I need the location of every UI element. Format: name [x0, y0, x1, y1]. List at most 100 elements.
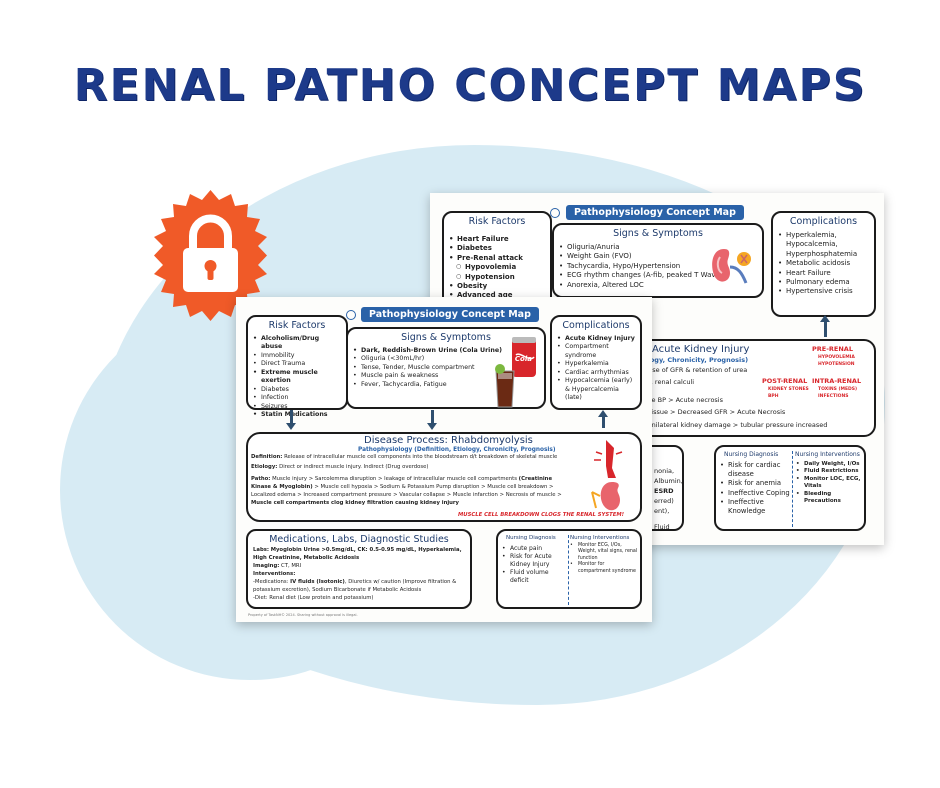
list-item: Diabetes	[253, 386, 341, 395]
arrow-down-icon	[286, 410, 296, 430]
interventions-text: IV fluids (Isotonic)	[290, 579, 345, 585]
back-nursing-card: Nursing Diagnosis Risk for cardiac disea…	[714, 445, 866, 531]
etiology-text: Direct or indirect muscle injury. Indire…	[279, 464, 429, 470]
list-item: Muscle pain & weakness	[353, 372, 539, 381]
back-disease-card: Acute Kidney Injury n, Etiology, Chronic…	[620, 339, 876, 437]
callout-text: MUSCLE CELL BREAKDOWN CLOGS THE RENAL SY…	[458, 512, 625, 518]
back-meds-fragment: erred)	[654, 497, 674, 505]
front-disease-title: Disease Process: Rhabdomyolysis	[364, 435, 533, 446]
imaging-label: Imaging:	[253, 563, 280, 569]
interventions-text: -Diet: Renal diet (Low protein and potas…	[253, 595, 374, 601]
list-item: Fluid Restrictions	[796, 468, 866, 476]
back-signs-card: Signs & Symptoms Oliguria/Anuria Weight …	[552, 223, 764, 298]
list-item: Weight Gain (FVO)	[559, 252, 757, 262]
pre-renal-label: PRE-RENAL	[812, 345, 853, 353]
front-disease-card: Disease Process: Rhabdomyolysis Pathophy…	[246, 432, 642, 522]
list-item: Hypovolemia	[449, 263, 545, 272]
front-nursing-dx-title: Nursing Diagnosis	[506, 535, 556, 541]
back-risk-factors-title: Risk Factors	[468, 216, 526, 227]
logo-icon	[346, 310, 356, 320]
patho-text: Muscle cell compartments clog kidney fil…	[251, 500, 459, 506]
back-disease-line: der) > Unilateral kidney damage > tubula…	[624, 421, 828, 429]
list-item: Fluid volume deficit	[502, 569, 566, 585]
list-item: Seizures	[253, 403, 341, 412]
cola-drink-icon	[495, 337, 536, 408]
back-disease-line: phrotic tissue > Decreased GFR > Acute N…	[624, 408, 786, 416]
post-renal-label: POST-RENAL	[762, 377, 808, 385]
arrow-down-icon	[427, 410, 437, 430]
patho-text: (Creatinine	[518, 476, 553, 482]
intra-renal-label: INTRA-RENAL	[812, 377, 862, 385]
front-signs-card: Signs & Symptoms Dark, Reddish-Brown Uri…	[346, 327, 546, 409]
list-item: Bleeding Precautions	[796, 491, 866, 506]
definition-label: Definition:	[251, 454, 283, 460]
front-map-title: Pathophysiology Concept Map	[361, 307, 539, 322]
list-item: Direct Trauma	[253, 360, 341, 369]
pre-renal-item: HYPOVOLEMIA	[818, 355, 855, 360]
list-item: Heart Failure	[449, 235, 545, 245]
divider	[568, 535, 569, 605]
back-disease-line: e decrease of GFR & retention of urea	[624, 366, 748, 374]
back-risk-factors-card: Risk Factors Heart Failure Diabetes Pre-…	[442, 211, 552, 311]
interventions-text: potassium excretion), Sodium Bicarbonate…	[253, 587, 422, 593]
etiology-label: Etiology:	[251, 464, 278, 470]
list-item: Compartment syndrome	[557, 343, 635, 360]
list-item: Monitor ECG, I/Os, Weight, vital signs, …	[570, 543, 638, 562]
list-item: Tachycardia, Hypo/Hypertension	[559, 262, 757, 272]
front-risk-factors-title: Risk Factors	[268, 320, 326, 331]
list-item: Immobility	[253, 352, 341, 361]
front-concept-map-sheet: Pathophysiology Concept Map Risk Factors…	[236, 297, 652, 622]
list-item: Hypertensive crisis	[778, 287, 869, 297]
list-item: Oliguria/Anuria	[559, 243, 757, 253]
list-item: Anorexia, Altered LOC	[559, 281, 757, 291]
front-signs-title: Signs & Symptoms	[401, 332, 491, 343]
patho-label: Patho:	[251, 476, 271, 482]
list-item: Monitor LOC, ECG, Vitals	[796, 476, 866, 491]
list-item: Pulmonary edema	[778, 278, 869, 288]
back-concept-map-sheet: Pathophysiology Concept Map Risk Factors…	[430, 193, 884, 545]
list-item: Pre-Renal attack	[449, 254, 545, 264]
imaging-text: CT, MRI	[281, 563, 302, 569]
pre-renal-item: HYPOTENSION	[818, 362, 855, 367]
interventions-text: , Diuretics w/ caution (Improve filtrati…	[344, 579, 457, 585]
intra-renal-item: TOXINS (MEDS)	[818, 387, 858, 392]
list-item: ECG rhythm changes (A-fib, peaked T Wave…	[559, 271, 757, 281]
list-item: Daily Weight, I/Os	[796, 461, 866, 469]
list-item: Heart Failure	[778, 269, 869, 279]
back-complications-title: Complications	[789, 216, 858, 227]
definition-text: Release of intracellular muscle cell com…	[284, 454, 558, 460]
list-item: Hyperkalemia, Hypocalcemia, Hyperphospha…	[778, 231, 869, 259]
front-meds-card: Medications, Labs, Diagnostic Studies La…	[246, 529, 472, 609]
logo-icon	[550, 208, 560, 218]
list-item: Acute pain	[502, 545, 566, 553]
list-item: Dark, Reddish-Brown Urine (Cola Urine)	[353, 347, 539, 356]
list-item: Risk for anemia	[720, 479, 790, 488]
list-item: Statin Medications	[253, 411, 341, 420]
interventions-label: Interventions:	[253, 571, 296, 577]
front-nursing-int-title: Nursing Interventions	[570, 535, 630, 541]
list-item: Risk for Acute Kidney Injury	[502, 553, 566, 569]
labs-label: Labs:	[253, 547, 270, 553]
list-item: Obesity	[449, 282, 545, 292]
list-item: Alcoholism/Drug abuse	[253, 335, 341, 352]
intra-renal-item: INFECTIONS	[818, 394, 849, 399]
list-item: Hypotension	[449, 273, 545, 282]
list-item: Advanced age	[449, 291, 545, 301]
list-item: Oliguria (<30mL/hr)	[353, 355, 539, 364]
back-complications-card: Complications Hyperkalemia, Hypocalcemia…	[771, 211, 876, 317]
patho-text: > Muscle cell hypoxia > Sodium & Potassi…	[314, 484, 554, 490]
muscle-kidney-illustration-icon	[591, 440, 623, 511]
list-item: Diabetes	[449, 244, 545, 254]
front-disease-subtitle: Pathophysiology (Definition, Etiology, C…	[358, 447, 556, 453]
list-item: Hypocalcemia (early) & Hypercalcemia (la…	[557, 377, 635, 403]
patho-text: Muscle injury > Sarcolemma disruption > …	[272, 476, 517, 482]
list-item: Acute Kidney Injury	[557, 335, 635, 344]
kidney-illustration-icon	[712, 249, 751, 284]
page-title: RENAL PATHO CONCEPT MAPS	[73, 60, 867, 111]
back-signs-title: Signs & Symptoms	[613, 228, 703, 239]
list-item: Ineffective Knowledge	[720, 498, 790, 516]
cola-label: Cola	[514, 355, 532, 363]
back-meds-fragment: Albumin,	[654, 477, 683, 485]
list-item: Extreme muscle exertion	[253, 369, 341, 386]
list-item: Fever, Tachycardia, Fatigue	[353, 381, 539, 390]
